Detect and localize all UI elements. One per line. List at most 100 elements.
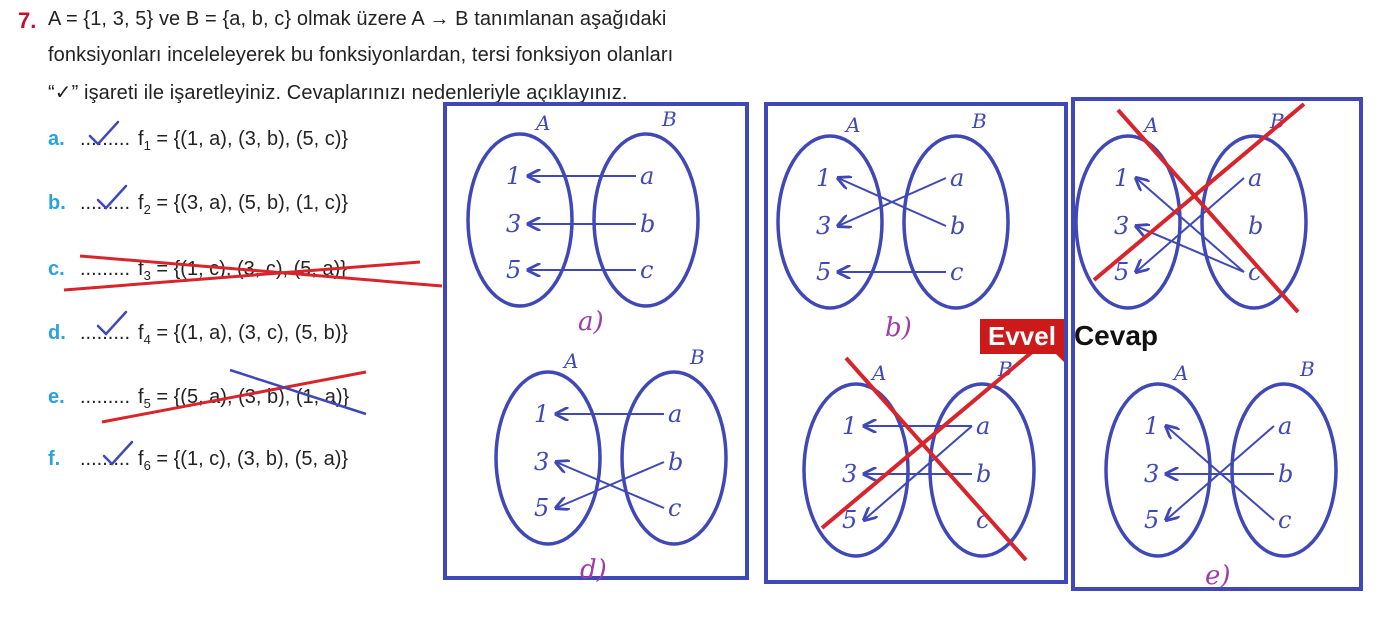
option-f: f.......... f6 = {(1, c), (3, b), (5, a)} bbox=[48, 448, 348, 478]
b-element-label: a bbox=[1278, 412, 1292, 440]
logo-notch bbox=[1054, 352, 1064, 362]
option-letter: f. bbox=[48, 448, 61, 470]
set-b-ellipse bbox=[902, 134, 1010, 310]
panel-caption: a) bbox=[578, 307, 604, 337]
option-letter: b. bbox=[48, 192, 66, 214]
b-element-label: a bbox=[976, 412, 990, 440]
set-a-label: A bbox=[870, 361, 886, 385]
function-name: f bbox=[138, 192, 144, 214]
option-b: b..........f2 = {(3, a), (5, b), (1, c)} bbox=[48, 192, 348, 222]
strike-line bbox=[63, 260, 421, 292]
option-d: d..........f4 = {(1, a), (3, c), (5, b)} bbox=[48, 322, 348, 352]
panel-frame-3 bbox=[1071, 97, 1363, 591]
function-subscript: 3 bbox=[143, 268, 151, 283]
b-element-label: b bbox=[950, 212, 965, 240]
a-element-label: 1 bbox=[1114, 164, 1129, 192]
cross-out-line bbox=[844, 356, 1028, 562]
b-element-label: c bbox=[640, 256, 653, 284]
function-subscript: 4 bbox=[143, 332, 151, 347]
function-subscript: 6 bbox=[143, 458, 151, 473]
function-name: f bbox=[138, 258, 144, 280]
set-b-label: B bbox=[971, 109, 987, 133]
answer-blank: ......... bbox=[80, 192, 131, 214]
set-b-label: B bbox=[1269, 109, 1285, 133]
function-definition: f1 = {(1, a), (3, b), (5, c)} bbox=[138, 128, 348, 153]
set-b-label: B bbox=[661, 107, 677, 131]
set-a-label: A bbox=[562, 349, 578, 373]
check-mark-icon bbox=[96, 310, 128, 336]
option-letter: e. bbox=[48, 386, 65, 408]
set-b-ellipse bbox=[620, 370, 728, 546]
question-line-3: “✓” işareti ile işaretleyiniz. Cevapları… bbox=[48, 82, 628, 104]
check-mark-icon bbox=[88, 120, 120, 146]
a-element-label: 5 bbox=[1114, 258, 1129, 286]
b-element-label: a bbox=[640, 162, 654, 190]
mapping-arrow bbox=[1166, 425, 1275, 520]
function-subscript: 5 bbox=[143, 396, 151, 411]
b-element-label: b bbox=[1278, 460, 1293, 488]
panel-caption: d) bbox=[580, 555, 607, 585]
mapping-arrow bbox=[864, 425, 973, 520]
set-b-ellipse bbox=[1230, 382, 1338, 558]
b-element-label: c bbox=[1278, 506, 1291, 534]
cross-out-line bbox=[820, 350, 1034, 530]
set-b-label: B bbox=[689, 345, 705, 369]
set-b-label: B bbox=[1299, 357, 1315, 381]
set-a-label: A bbox=[534, 111, 550, 135]
a-element-label: 3 bbox=[842, 460, 857, 488]
answer-blank: ......... bbox=[80, 386, 131, 408]
set-a-ellipse bbox=[1074, 134, 1182, 310]
strike-line bbox=[79, 254, 443, 288]
question-number: 7. bbox=[18, 8, 37, 33]
a-element-label: 5 bbox=[816, 258, 831, 286]
b-element-label: c bbox=[950, 258, 963, 286]
panel-frame-1 bbox=[443, 102, 749, 580]
b-element-label: c bbox=[668, 494, 681, 522]
logo-evvel: Evvel bbox=[980, 318, 1064, 354]
panel-caption: e) bbox=[1205, 561, 1231, 591]
check-mark-icon bbox=[96, 184, 128, 210]
panel-frame-2 bbox=[764, 102, 1068, 584]
function-subscript: 1 bbox=[143, 138, 151, 153]
a-element-label: 1 bbox=[842, 412, 857, 440]
set-a-label: A bbox=[1142, 113, 1158, 137]
b-element-label: b bbox=[640, 210, 655, 238]
function-pairs: = {(1, c), (3, b), (5, a)} bbox=[150, 448, 349, 470]
option-letter: c. bbox=[48, 258, 65, 280]
function-pairs: = {(3, a), (5, b), (1, c)} bbox=[150, 192, 349, 214]
a-element-label: 1 bbox=[816, 164, 831, 192]
option-letter: a. bbox=[48, 128, 65, 150]
mapping-arrow bbox=[1136, 226, 1245, 273]
b-element-label: a bbox=[1248, 164, 1262, 192]
a-element-label: 5 bbox=[534, 494, 549, 522]
b-element-label: a bbox=[668, 400, 682, 428]
b-element-label: b bbox=[1248, 212, 1263, 240]
set-a-ellipse bbox=[466, 132, 574, 308]
a-element-label: 5 bbox=[506, 256, 521, 284]
question-line-2: fonksiyonları inceleleyerek bu fonksiyon… bbox=[48, 44, 674, 66]
a-element-label: 5 bbox=[842, 506, 857, 534]
a-element-label: 3 bbox=[1114, 212, 1129, 240]
option-letter: d. bbox=[48, 322, 66, 344]
set-b-label: B bbox=[997, 357, 1013, 381]
function-name: f bbox=[138, 386, 144, 408]
a-element-label: 3 bbox=[1144, 460, 1159, 488]
strike-line bbox=[229, 368, 367, 416]
a-element-label: 3 bbox=[506, 210, 521, 238]
question-line-1: A = {1, 3, 5} ve B = {a, b, c} olmak üze… bbox=[48, 8, 667, 30]
panel-caption: b) bbox=[885, 313, 912, 343]
mapping-arrow bbox=[1136, 177, 1245, 272]
function-name: f bbox=[138, 128, 144, 150]
function-pairs: = {(1, a), (3, c), (5, b)} bbox=[150, 322, 349, 344]
function-definition: f6 = {(1, c), (3, b), (5, a)} bbox=[138, 448, 349, 473]
mapping-arrow bbox=[556, 461, 665, 508]
function-name: f bbox=[138, 448, 144, 470]
a-element-label: 5 bbox=[1144, 506, 1159, 534]
answer-blank: ......... bbox=[80, 448, 131, 470]
a-element-label: 1 bbox=[506, 162, 521, 190]
function-definition: f4 = {(1, a), (3, c), (5, b)} bbox=[138, 322, 349, 347]
set-b-ellipse bbox=[1200, 134, 1308, 310]
set-a-ellipse bbox=[1104, 382, 1212, 558]
evvel-cevap-logo: Evvel Cevap bbox=[980, 318, 1158, 362]
cross-out-line bbox=[1092, 102, 1306, 282]
